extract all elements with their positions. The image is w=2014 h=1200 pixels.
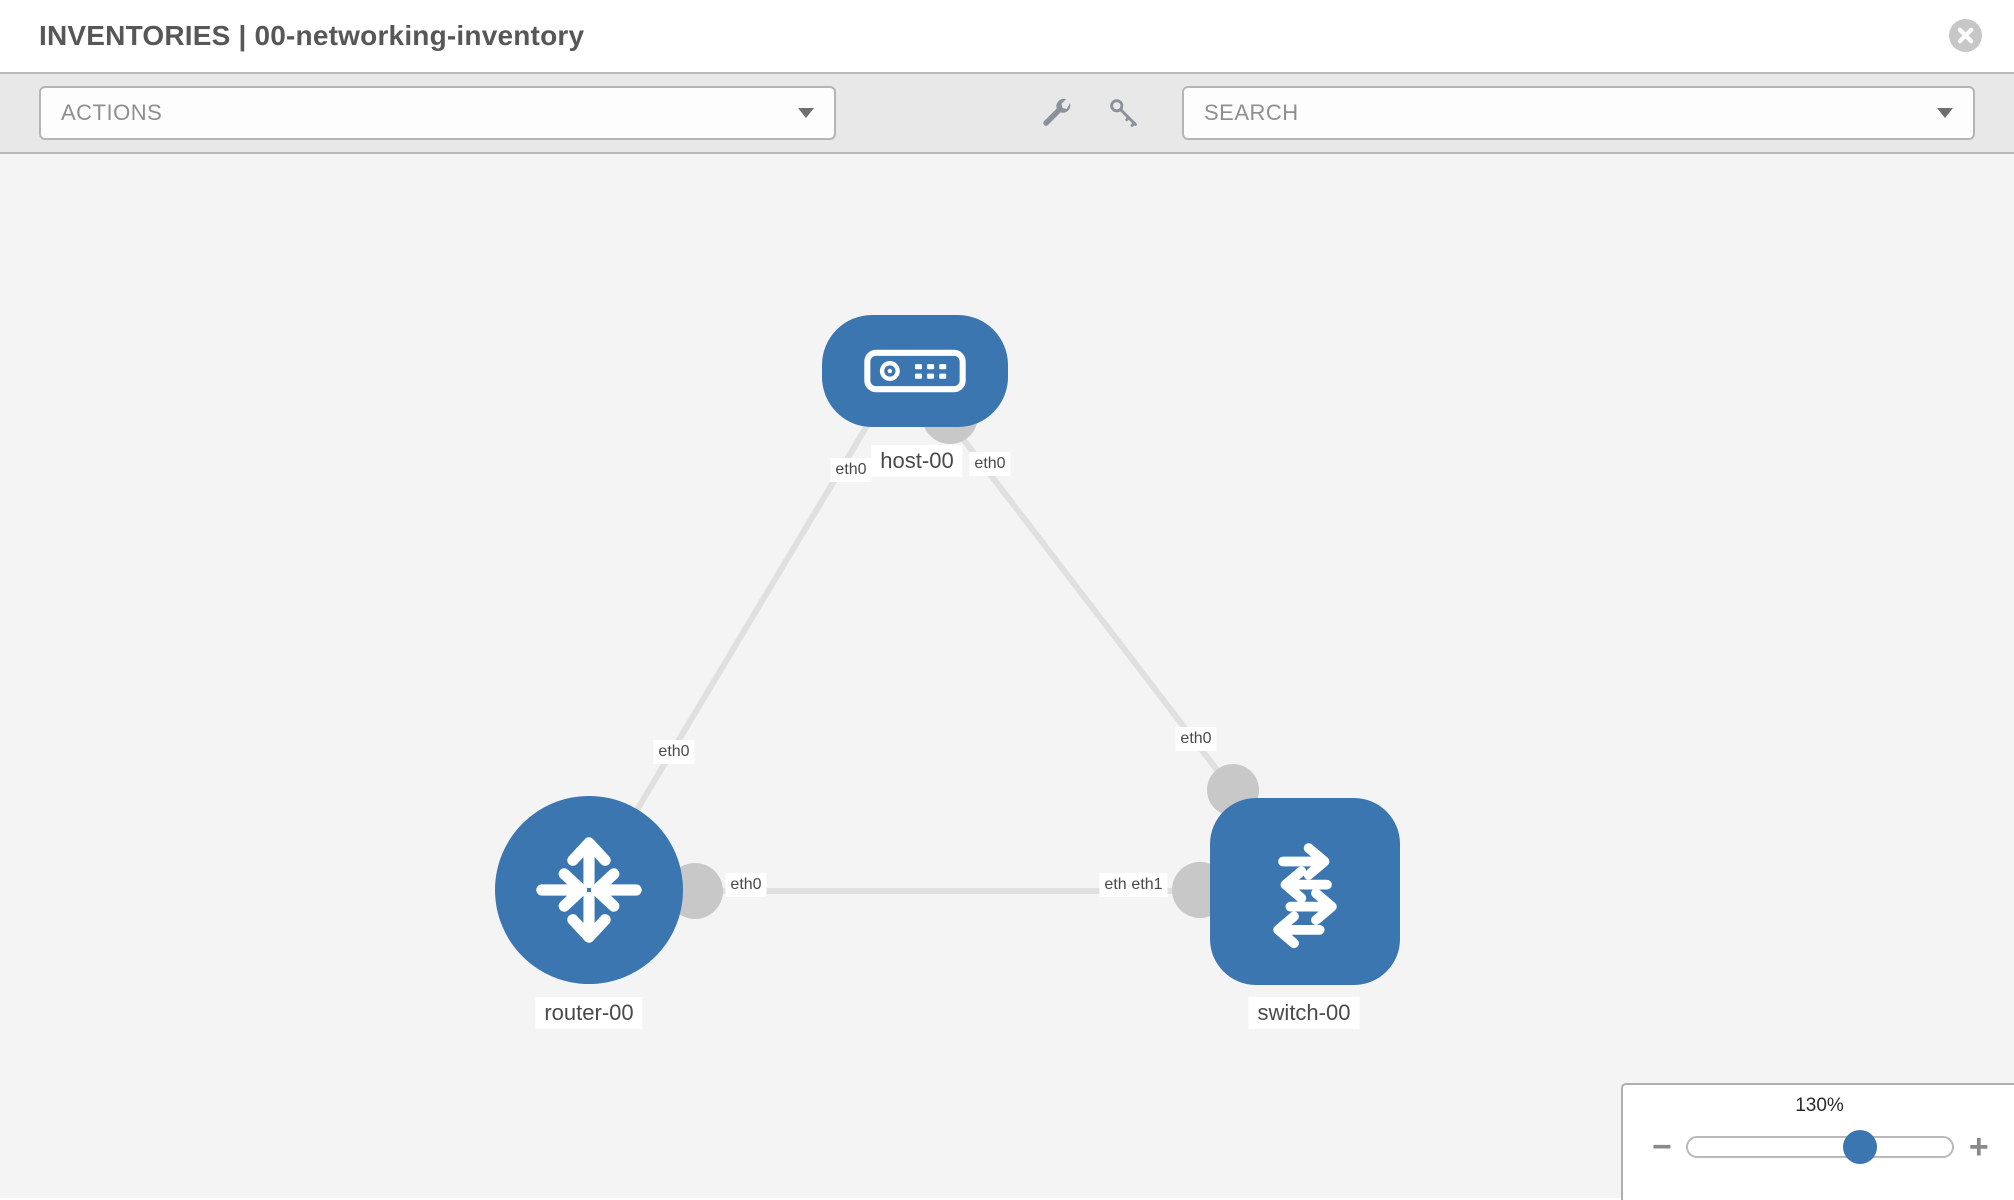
node-label-switch-00: switch-00 [1248,997,1360,1029]
node-router-00[interactable] [495,796,683,984]
links-layer [586,388,1305,919]
router-icon [536,837,642,943]
host-icon [864,349,966,393]
node-switch-00[interactable] [1210,798,1400,985]
actions-dropdown-label: ACTIONS [61,100,163,125]
close-icon [1957,27,1974,44]
toolbar-tools [1040,74,1140,152]
zoom-slider[interactable] [1685,1130,1954,1164]
header: INVENTORIES | 00-networking-inventory [0,0,2014,72]
actions-dropdown[interactable]: ACTIONS [39,86,836,140]
node-label-host-00: host-00 [871,445,963,477]
page-title: INVENTORIES | 00-networking-inventory [39,20,585,51]
interface-label-host-to-router: eth0 [830,458,872,482]
chevron-down-icon [798,108,814,118]
topology-canvas[interactable]: host-00 router-00 switch-00 eth0 eth0 et… [0,154,2014,1198]
chevron-down-icon [1937,108,1953,118]
interface-label-host-to-switch: eth0 [969,452,1011,476]
zoom-in-button[interactable]: + [1968,1128,1989,1166]
wrench-icon[interactable] [1040,97,1072,129]
switch-icon [1273,842,1337,948]
key-icon[interactable] [1108,97,1140,129]
interface-label-router-to-host: eth0 [653,740,695,764]
zoom-level: 130% [1795,1095,1844,1116]
interface-label-switch-to-router: eth1 [1126,873,1168,897]
zoom-out-button[interactable]: − [1652,1128,1672,1166]
zoom-panel: 130% − + [1621,1083,2014,1200]
toolbar: ACTIONS SEARCH [0,72,2014,154]
interface-label-router-to-switch: eth0 [725,873,767,897]
close-button[interactable] [1949,19,1982,52]
zoom-slider-thumb[interactable] [1842,1130,1877,1164]
node-label-router-00: router-00 [535,997,643,1029]
search-dropdown-label: SEARCH [1204,100,1299,125]
interface-label-switch-to-host: eth0 [1175,727,1217,751]
node-host-00[interactable] [822,315,1008,427]
search-dropdown[interactable]: SEARCH [1182,86,1975,140]
link-host-switch[interactable] [947,420,1263,828]
